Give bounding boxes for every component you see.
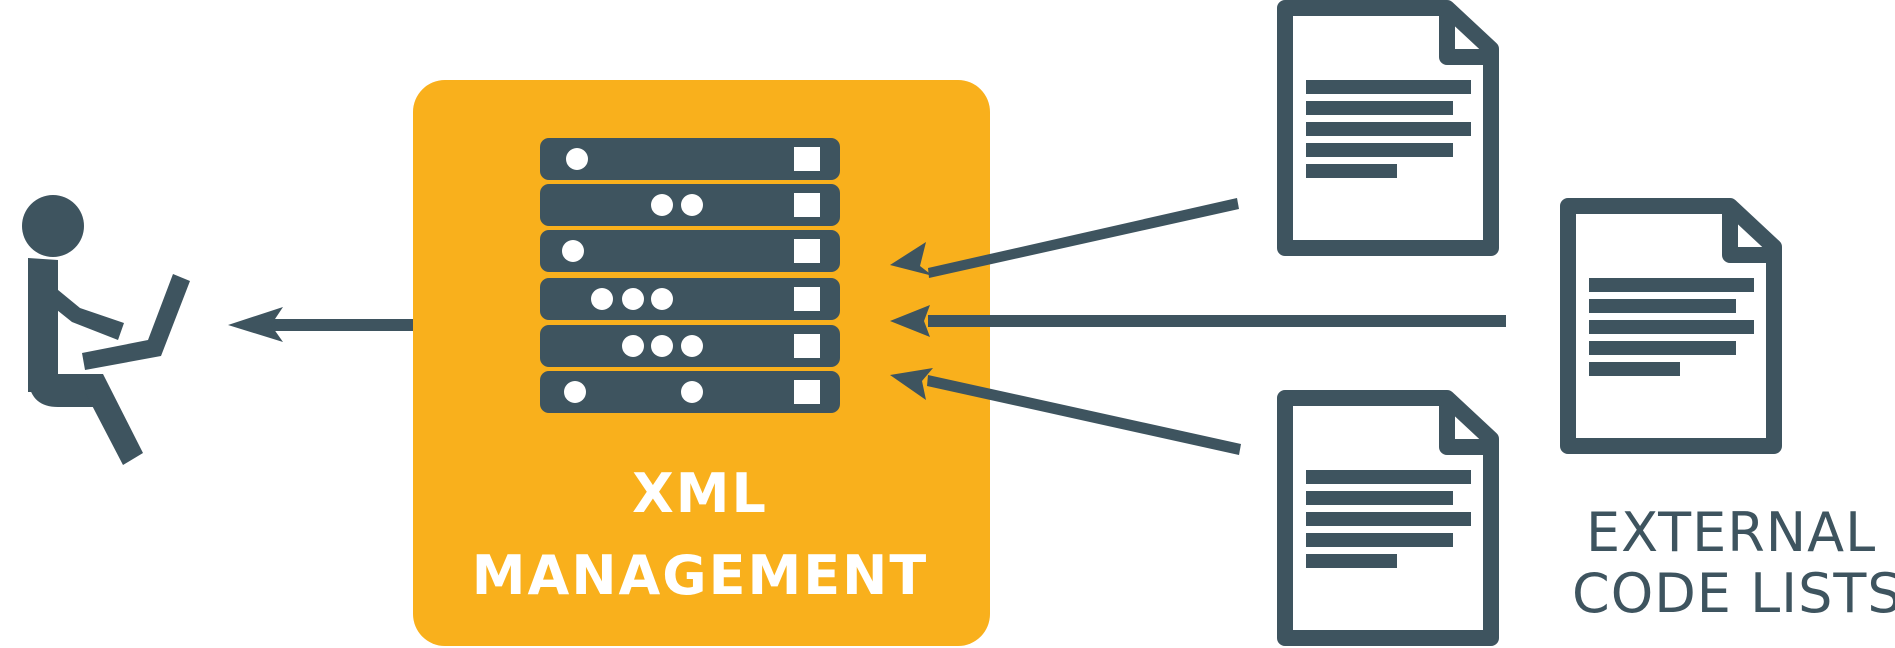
document-text-line (1589, 320, 1754, 334)
document-fold (1439, 398, 1491, 455)
document-text-line (1306, 101, 1453, 115)
document-text-line (1589, 299, 1736, 313)
server-unit-port (794, 287, 820, 311)
xml-label-line2: MANAGEMENT (472, 544, 928, 607)
person-at-laptop-icon (22, 195, 190, 465)
document-fold (1722, 206, 1774, 263)
server-rack-icon (540, 138, 840, 413)
person-body (28, 258, 96, 407)
external-label-line2: CODE LISTS (1572, 562, 1895, 625)
server-unit-body (540, 138, 840, 180)
document-text-line (1306, 122, 1471, 136)
laptop-icon (82, 274, 190, 370)
server-unit-port (794, 147, 820, 171)
server-unit-light (622, 335, 644, 357)
server-unit-light (566, 148, 588, 170)
doc-arrow-bottom (890, 368, 1241, 455)
server-unit-port (794, 380, 820, 404)
server-unit-light (622, 288, 644, 310)
doc-arrow-middle (890, 305, 1506, 337)
document-text-line (1306, 470, 1471, 484)
server-unit-light (562, 240, 584, 262)
server-unit-light (651, 194, 673, 216)
document-outline (1560, 198, 1782, 454)
server-unit-port (794, 334, 820, 358)
person-legs (28, 374, 143, 465)
server-unit-light (591, 288, 613, 310)
document-text-line (1306, 143, 1453, 157)
server-unit-light (651, 335, 673, 357)
document-text-line (1306, 533, 1453, 547)
doc-arrow-top (890, 198, 1239, 278)
server-unit-light (681, 381, 703, 403)
document-icon (1277, 0, 1499, 256)
server-unit (540, 278, 840, 320)
document-text-line (1306, 80, 1471, 94)
server-unit-body (540, 278, 840, 320)
document-text-line (1589, 341, 1736, 355)
server-unit-light (564, 381, 586, 403)
document-text-line (1306, 491, 1453, 505)
server-unit (540, 325, 840, 367)
person-arm (52, 285, 124, 340)
person-head (22, 195, 84, 257)
document-icon (1560, 198, 1782, 454)
server-unit-body (540, 230, 840, 272)
server-unit-light (681, 194, 703, 216)
document-fold (1439, 8, 1491, 65)
xml-label-line1: XML (632, 462, 768, 525)
server-unit (540, 138, 840, 180)
document-text-line (1306, 512, 1471, 526)
server-unit-light (681, 335, 703, 357)
server-unit-port (794, 193, 820, 217)
server-unit (540, 230, 840, 272)
server-unit (540, 371, 840, 413)
document-outline (1277, 390, 1499, 646)
document-text-line (1589, 362, 1680, 376)
document-text-line (1306, 554, 1397, 568)
document-outline (1277, 0, 1499, 256)
server-unit-light (651, 288, 673, 310)
document-text-line (1306, 164, 1397, 178)
server-unit (540, 184, 840, 226)
server-unit-port (794, 239, 820, 263)
document-text-line (1589, 278, 1754, 292)
external-label-line1: EXTERNAL (1586, 501, 1876, 564)
document-icon (1277, 390, 1499, 646)
